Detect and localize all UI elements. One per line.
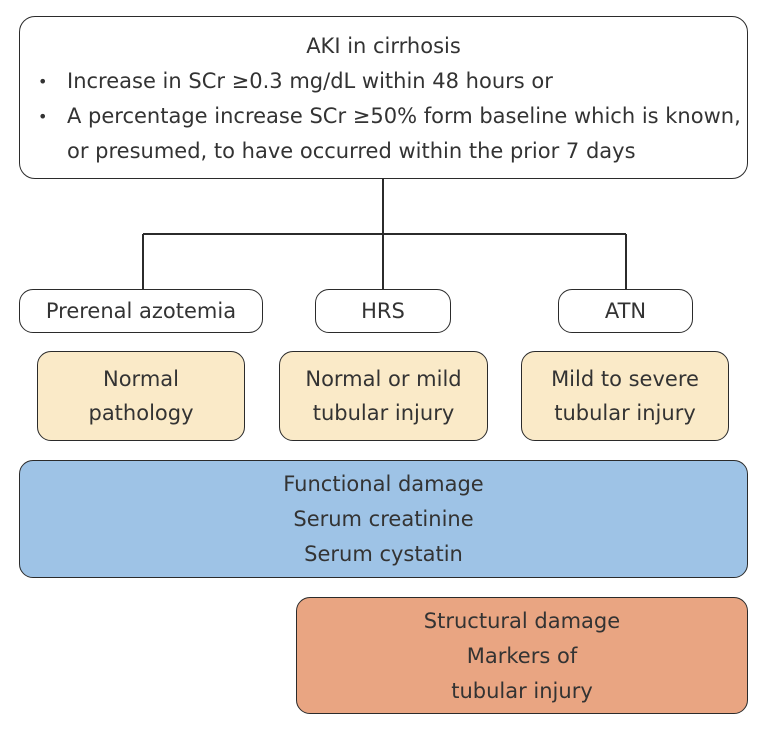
pathology-prerenal: Normal pathology bbox=[37, 351, 245, 441]
pathology-line: Normal bbox=[103, 367, 179, 391]
aki-definition-box: AKI in cirrhosis • Increase in SCr ≥0.3 … bbox=[19, 16, 748, 179]
type-hrs: HRS bbox=[315, 289, 451, 333]
aki-criterion-text: A percentage increase SCr ≥50% form base… bbox=[67, 104, 741, 163]
structural-marker: tubular injury bbox=[451, 679, 593, 703]
aki-criterion: • A percentage increase SCr ≥50% form ba… bbox=[20, 99, 747, 169]
aki-criterion: • Increase in SCr ≥0.3 mg/dL within 48 h… bbox=[20, 64, 747, 99]
functional-marker: Serum creatinine bbox=[293, 507, 474, 531]
type-label: Prerenal azotemia bbox=[45, 299, 237, 323]
functional-damage-box: Functional damage Serum creatinine Serum… bbox=[19, 460, 748, 578]
structural-damage-title: Structural damage bbox=[423, 609, 621, 633]
type-prerenal-azotemia: Prerenal azotemia bbox=[19, 289, 263, 333]
bullet-icon: • bbox=[38, 107, 48, 126]
pathology-line: tubular injury bbox=[312, 401, 455, 425]
pathology-hrs: Normal or mild tubular injury bbox=[279, 351, 488, 441]
type-label: ATN bbox=[604, 299, 647, 323]
functional-damage-title: Functional damage bbox=[283, 472, 484, 496]
type-label: HRS bbox=[361, 299, 405, 323]
functional-marker: Serum cystatin bbox=[304, 542, 463, 566]
aki-criteria-list: • Increase in SCr ≥0.3 mg/dL within 48 h… bbox=[20, 64, 747, 169]
pathology-line: pathology bbox=[88, 401, 194, 425]
pathology-line: tubular injury bbox=[554, 401, 696, 425]
aki-definition-title: AKI in cirrhosis bbox=[306, 34, 461, 58]
type-atn: ATN bbox=[558, 289, 693, 333]
aki-criterion-text: Increase in SCr ≥0.3 mg/dL within 48 hou… bbox=[67, 69, 553, 93]
pathology-line: Mild to severe bbox=[551, 367, 699, 391]
pathology-atn: Mild to severe tubular injury bbox=[521, 351, 729, 441]
structural-damage-box: Structural damage Markers of tubular inj… bbox=[296, 597, 748, 714]
pathology-line: Normal or mild bbox=[305, 367, 462, 391]
bullet-icon: • bbox=[38, 72, 48, 91]
structural-marker: Markers of bbox=[466, 644, 578, 668]
